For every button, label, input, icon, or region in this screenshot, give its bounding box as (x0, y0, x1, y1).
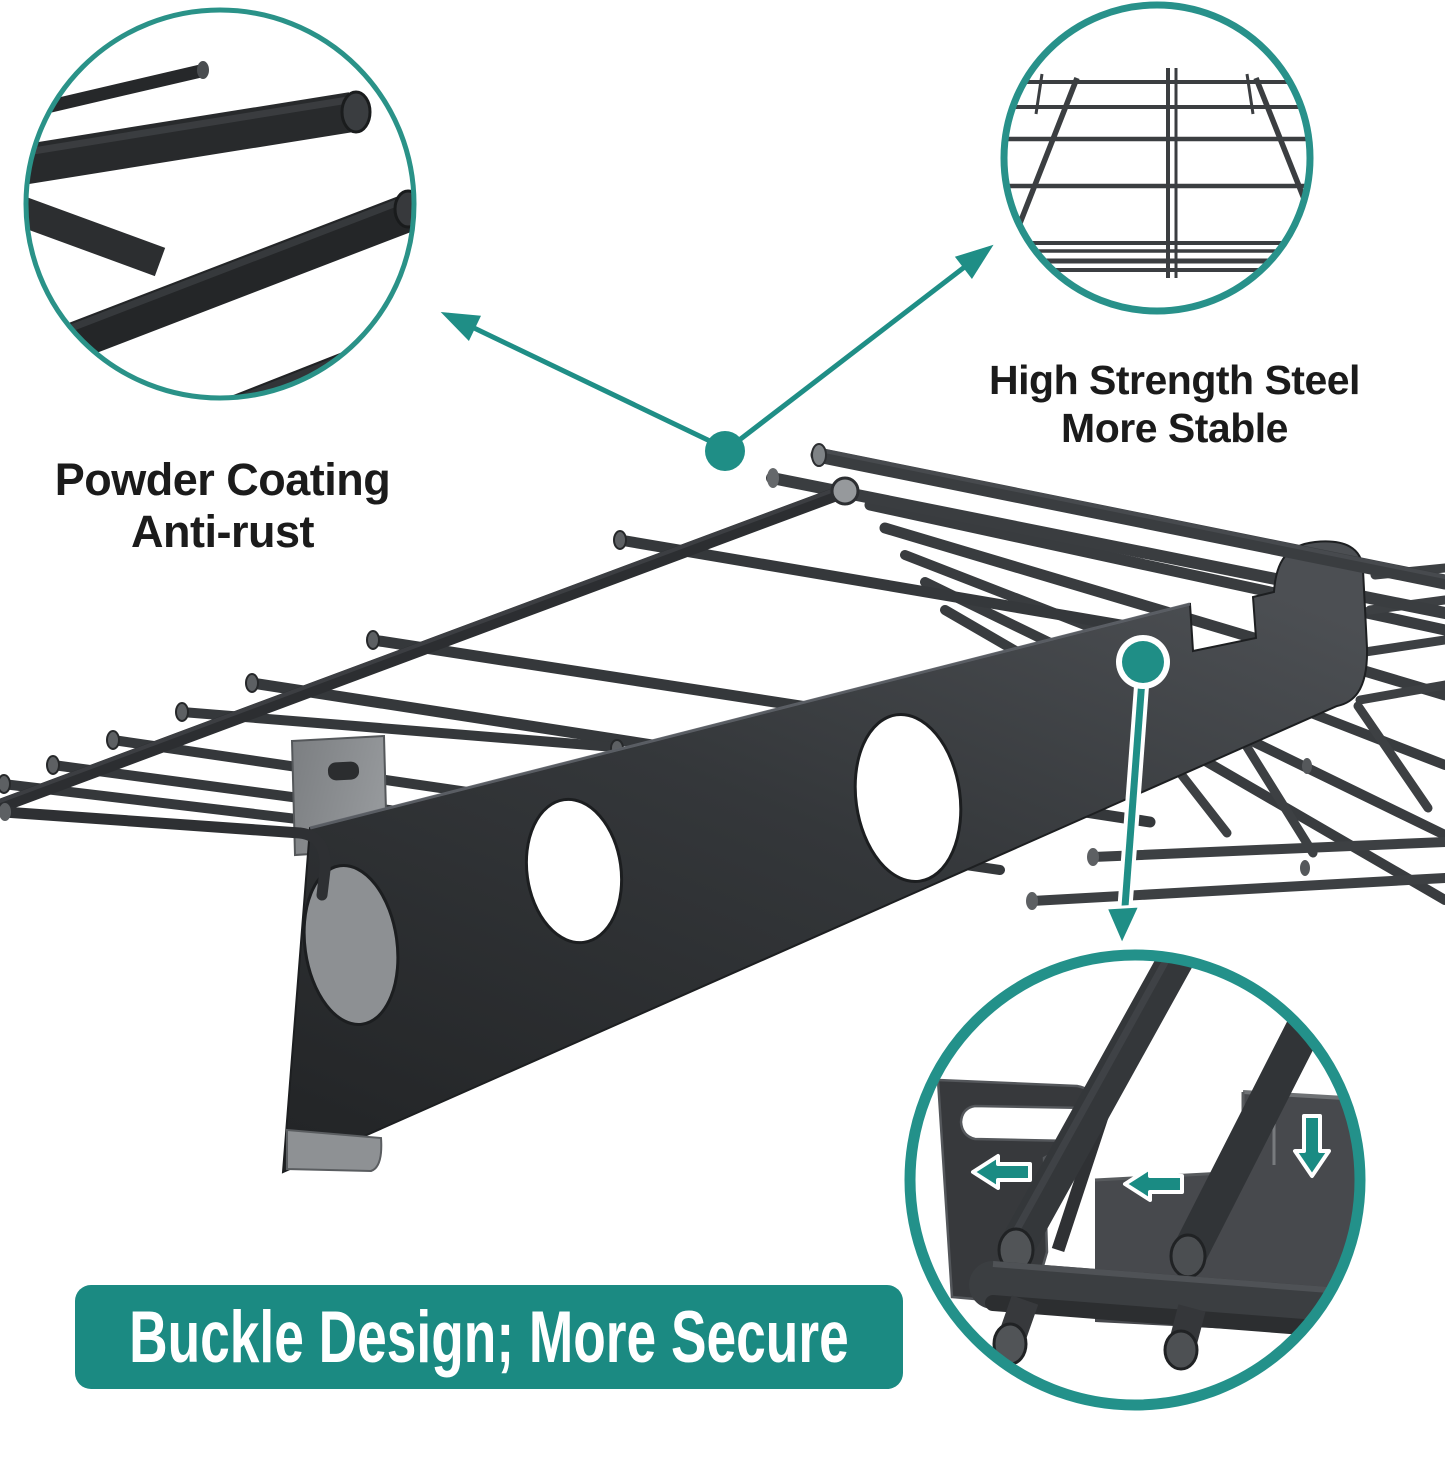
wall-plate-bottom-tip (286, 1128, 383, 1173)
arrowhead-icon (1103, 904, 1143, 949)
powder-coating-line2: Anti-rust (131, 506, 314, 558)
steel-line1: High Strength Steel (989, 357, 1360, 403)
connector-line-powder (440, 311, 714, 445)
callout-dot (1122, 641, 1164, 683)
rail-end-cap (830, 476, 860, 506)
buckle-hook-wire (0, 806, 331, 901)
front-of-bracket-rods (0, 443, 1445, 901)
slide-left-arrow-icon (971, 1154, 1032, 1190)
powder-coating-line1: Powder Coating (54, 454, 391, 505)
powder-coating-inset (23, 7, 417, 401)
bracket-plate (281, 540, 1369, 1174)
back-rail (810, 447, 1445, 590)
buckle-inset (894, 949, 1366, 1411)
slide-left-arrow-icon (1123, 1166, 1184, 1202)
bracket-hole (853, 713, 963, 883)
bracket-hole (302, 864, 400, 1026)
callout-connectors (440, 244, 994, 471)
steel-line2: More Stable (1061, 404, 1288, 451)
steel-grid-inset (1000, 1, 1314, 315)
callout-dot (705, 431, 745, 471)
powder-inset-ring (23, 7, 417, 401)
buckle-inset-ring (904, 949, 1366, 1411)
powder-coating-label: Powder Coating Anti-rust (0, 454, 445, 558)
buckle-photo (936, 959, 1356, 1371)
plate-screw-slot (327, 761, 360, 781)
mounting-bracket (281, 540, 1369, 1174)
feature-banner-label: Buckle Design; More Secure (129, 1296, 849, 1378)
steel-inset-ring (1000, 1, 1314, 315)
bracket-hole (524, 797, 624, 945)
high-strength-steel-label: High Strength Steel More Stable (912, 357, 1437, 452)
front-rail (0, 485, 849, 813)
connector-line-steel (736, 244, 994, 443)
feature-banner: Buckle Design; More Secure (75, 1285, 903, 1389)
insert-down-arrow-icon (1293, 1114, 1331, 1178)
buckle-callout-arrow (1103, 635, 1170, 949)
